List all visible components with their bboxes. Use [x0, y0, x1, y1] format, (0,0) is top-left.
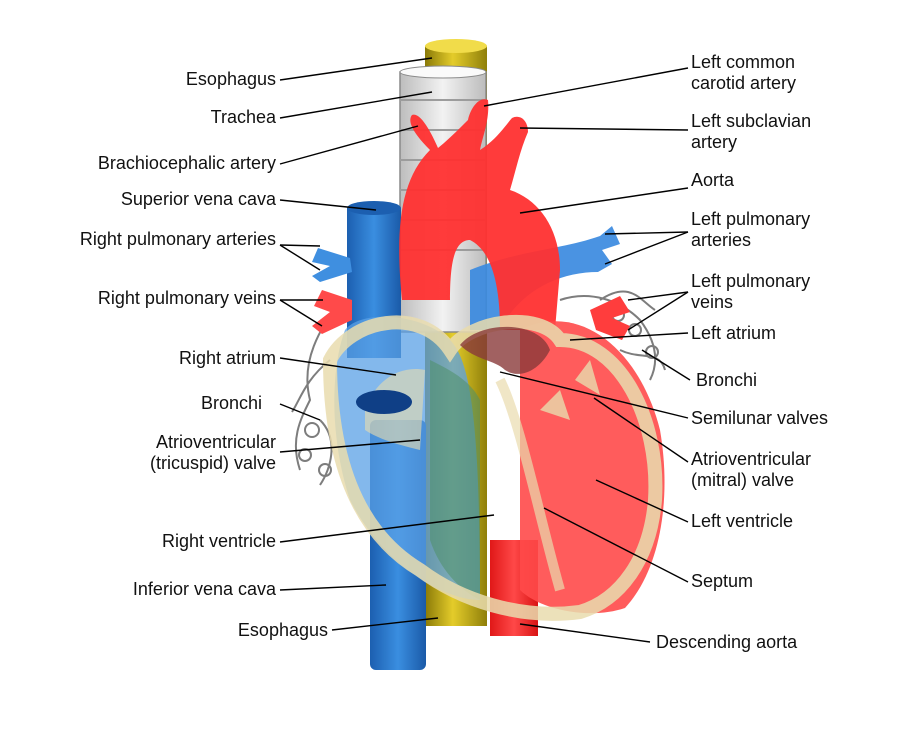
label-av-tricuspid: Atrioventricular(tricuspid) valve: [149, 432, 276, 473]
label-bronchi-left: Bronchi: [200, 393, 262, 413]
heart-body: [322, 314, 665, 621]
label-aorta: Aorta: [691, 170, 735, 190]
label-semilunar-valves: Semilunar valves: [691, 408, 829, 428]
label-right-atrium: Right atrium: [178, 348, 276, 368]
label-esophagus-top: Esophagus: [185, 69, 276, 89]
label-trachea: Trachea: [210, 107, 276, 127]
label-right-pulmonary-veins: Right pulmonary veins: [97, 288, 276, 308]
label-left-atrium: Left atrium: [691, 323, 777, 343]
label-right-pulmonary-arteries: Right pulmonary arteries: [79, 229, 276, 249]
label-bronchi-right: Bronchi: [696, 370, 758, 390]
label-left-ventricle: Left ventricle: [691, 511, 794, 531]
label-brachiocephalic-artery: Brachiocephalic artery: [97, 153, 276, 173]
right-pulmonary-veins-shape: [312, 290, 352, 334]
label-esophagus-bottom: Esophagus: [237, 620, 328, 640]
label-septum: Septum: [691, 571, 754, 591]
leader-lines: [279, 57, 691, 643]
label-inferior-vena-cava: Inferior vena cava: [132, 579, 276, 599]
label-descending-aorta: Descending aorta: [656, 632, 798, 652]
label-superior-vena-cava: Superior vena cava: [120, 189, 276, 209]
label-av-mitral: Atrioventricular(mitral) valve: [691, 449, 812, 490]
left-pulmonary-veins-shape: [590, 296, 630, 340]
label-right-ventricle: Right ventricle: [161, 531, 276, 551]
right-pulmonary-arteries-shape: [312, 248, 352, 282]
